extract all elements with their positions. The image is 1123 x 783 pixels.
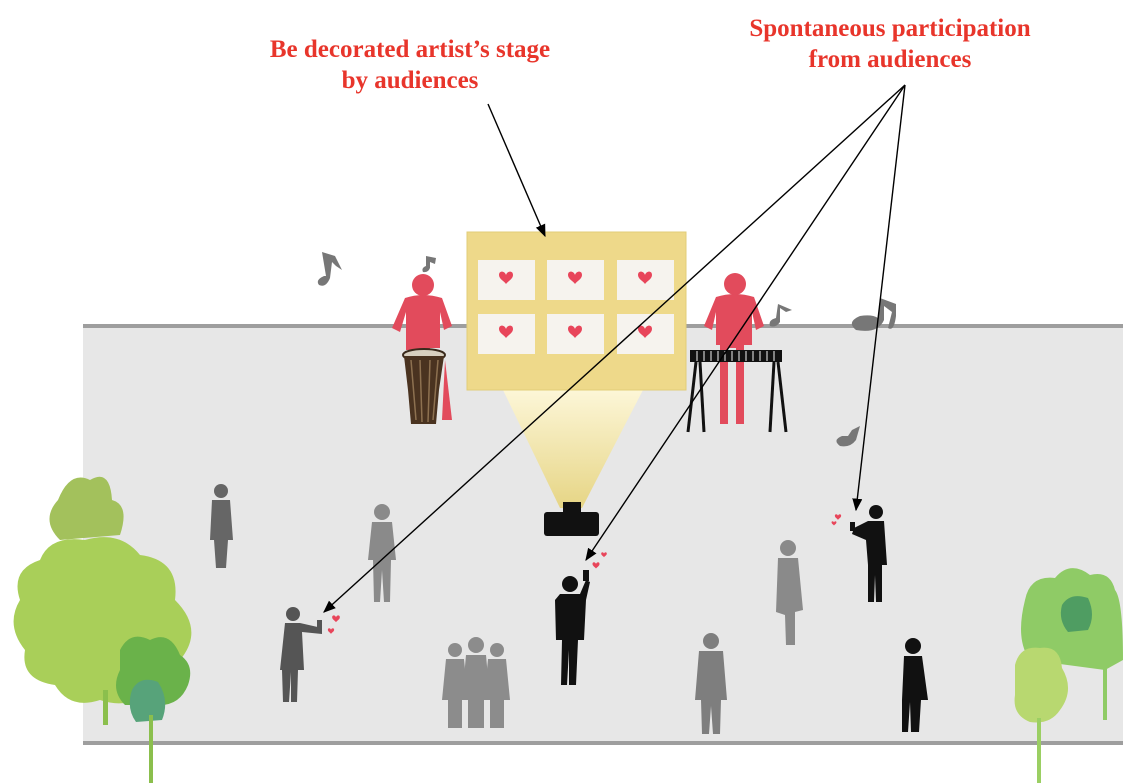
performer-keyboardist [704,273,764,424]
participant-right [850,505,887,602]
heart-card-3 [617,260,674,300]
participant-left [280,607,322,702]
caption-stage-line2: by audiences [341,67,479,94]
audience-person [368,504,396,602]
decorated-stage-screen [466,231,687,391]
audience-group [442,637,510,728]
caption-spontaneous-participation: Spontaneous participation from audiences [690,13,1090,75]
tree-left [13,476,192,783]
djembe-drum [402,348,446,424]
heart-card-5 [547,314,604,354]
audience-person [210,484,233,568]
annotation-arrows [323,84,906,613]
arrow-to-participant-left [323,84,906,613]
audience-person [776,540,803,645]
audience-person [902,638,928,732]
arrow-to-stage [487,103,546,238]
music-note-icon [769,304,792,327]
smartphone-icon [850,522,855,531]
music-note-icon [836,426,860,447]
music-note-icon [851,298,896,331]
projection-beam [503,390,643,508]
caption-stage-decoration: Be decorated artist’s stage by audiences [205,34,615,96]
arrow-to-participant-right [852,84,906,512]
caption-participation-line1: Spontaneous participation [749,15,1031,42]
heart-card-4 [478,314,535,354]
smartphone-icon [317,620,322,629]
music-notes [317,252,896,447]
arrow-to-participant-center [585,84,906,562]
projector-icon [544,502,599,536]
tree-right [1014,568,1123,783]
smartphone-icon [583,570,589,581]
music-note-icon [317,252,342,286]
participant-center [555,570,590,685]
audience-person [695,633,727,734]
heart-card-2 [547,260,604,300]
music-note-icon [422,256,436,273]
caption-participation-line2: from audiences [808,46,972,73]
heart-card-1 [478,260,535,300]
caption-stage-line1: Be decorated artist’s stage [269,36,551,63]
